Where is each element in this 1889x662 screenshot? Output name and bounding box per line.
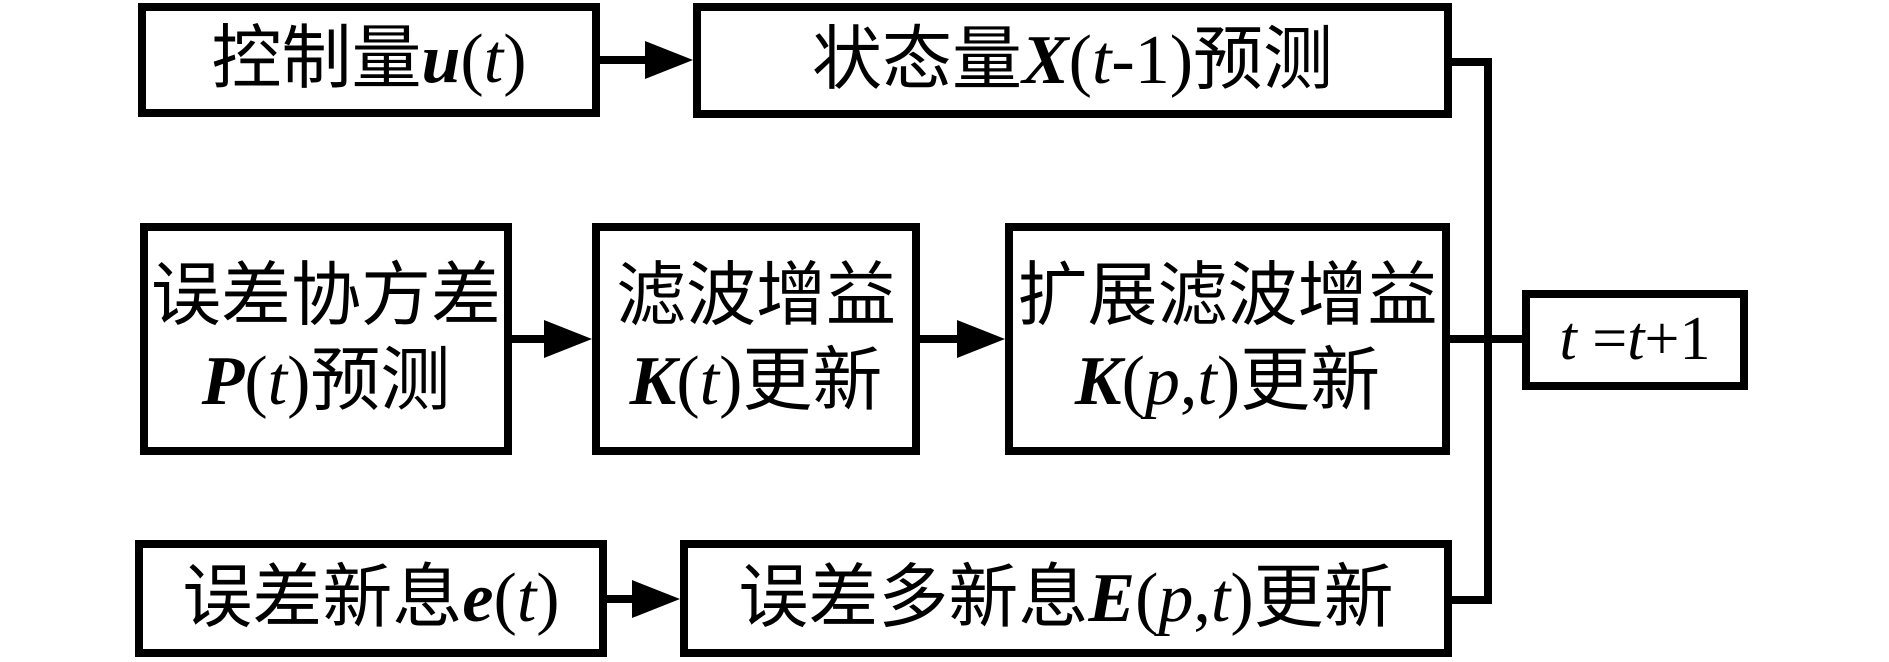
box-multi-innovation-label: 误差多新息E(p,t)更新 <box>738 559 1394 637</box>
connector-extended-to-time-increment <box>1450 335 1522 343</box>
feedback-vertical-line <box>1484 58 1492 604</box>
box-filter-gain-line1: 滤波增益 <box>616 257 896 335</box>
arrow-innovation-to-multi-shaft <box>607 595 637 603</box>
box-state-prediction-label: 状态量X(t-1)预测 <box>811 21 1334 99</box>
box-filter-gain-line2: K(t)更新 <box>629 343 883 420</box>
box-control-input: 控制量u(t) <box>138 3 600 117</box>
arrow-gain-to-extended-shaft <box>920 335 965 343</box>
arrow-gain-to-extended-head-icon <box>957 320 1005 358</box>
box-state-prediction: 状态量X(t-1)预测 <box>693 3 1452 118</box>
connector-state-to-vertical <box>1452 58 1492 66</box>
arrow-covariance-to-gain-head-icon <box>544 320 592 358</box>
box-error-covariance-prediction: 误差协方差 P(t)预测 <box>140 223 512 455</box>
box-filter-gain-update: 滤波增益 K(t)更新 <box>592 223 920 455</box>
box-control-input-label: 控制量u(t) <box>211 21 527 99</box>
box-multi-innovation-update: 误差多新息E(p,t)更新 <box>680 540 1452 657</box>
box-extended-filter-gain-update: 扩展滤波增益 K(p,t)更新 <box>1005 223 1450 455</box>
box-time-increment-label: t =t+1 <box>1559 305 1711 374</box>
box-error-innovation: 误差新息e(t) <box>135 540 607 657</box>
arrow-covariance-to-gain-shaft <box>512 335 552 343</box>
box-error-innovation-label: 误差新息e(t) <box>182 559 560 637</box>
box-error-covariance-line2: P(t)预测 <box>201 343 451 420</box>
box-time-increment: t =t+1 <box>1522 290 1748 390</box>
arrow-innovation-to-multi-head-icon <box>632 580 680 618</box>
arrow-control-to-state-shaft <box>600 56 650 64</box>
box-error-covariance-line1: 误差协方差 <box>151 257 501 335</box>
arrow-control-to-state-head-icon <box>645 41 693 79</box>
connector-vertical-to-multi-innovation <box>1452 596 1492 604</box>
box-extended-filter-gain-line2: K(p,t)更新 <box>1074 343 1381 420</box>
box-extended-filter-gain-line1: 扩展滤波增益 <box>1017 257 1438 335</box>
